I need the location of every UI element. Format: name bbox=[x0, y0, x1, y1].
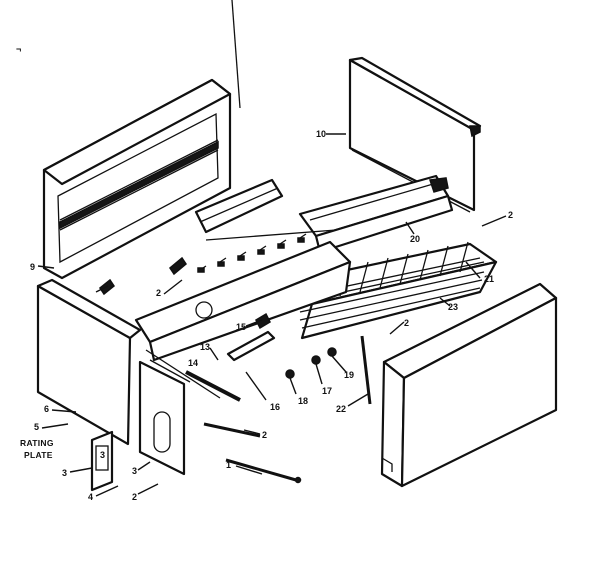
label-15: 15 bbox=[236, 322, 246, 332]
label-21: 21 bbox=[484, 274, 494, 284]
hardware-parts bbox=[98, 256, 372, 484]
corner-mark: ¬ bbox=[16, 44, 21, 54]
label-16: 16 bbox=[270, 402, 280, 412]
label-1: 1 bbox=[226, 460, 231, 470]
label-2-upper-right: 2 bbox=[508, 210, 513, 220]
rating-plate-label-line2: PLATE bbox=[24, 450, 53, 460]
label-3-left: 3 bbox=[62, 468, 67, 478]
top-cover bbox=[298, 174, 454, 254]
label-2-left: 2 bbox=[156, 288, 161, 298]
right-side-panel bbox=[348, 56, 482, 213]
label-14: 14 bbox=[188, 358, 198, 368]
label-13: 13 bbox=[200, 342, 210, 352]
label-22: 22 bbox=[336, 404, 346, 414]
left-side-panel bbox=[36, 278, 142, 446]
rating-plate bbox=[90, 430, 114, 492]
label-6: 6 bbox=[44, 404, 49, 414]
label-2-mid-right: 2 bbox=[404, 318, 409, 328]
evaporator-coil bbox=[134, 233, 352, 362]
label-3-plate: 3 bbox=[100, 450, 105, 460]
label-5: 5 bbox=[34, 422, 39, 432]
label-23: 23 bbox=[448, 302, 458, 312]
label-20: 20 bbox=[410, 234, 420, 244]
label-4: 4 bbox=[88, 492, 93, 502]
label-17: 17 bbox=[322, 386, 332, 396]
label-2-lower: 2 bbox=[262, 430, 267, 440]
scan-line bbox=[231, 0, 241, 109]
control-panel bbox=[138, 349, 221, 476]
label-19: 19 bbox=[344, 370, 354, 380]
bottom-panel bbox=[380, 282, 558, 488]
partition-baffle bbox=[194, 178, 337, 241]
callout-labels: 10 2 20 21 23 2 9 2 15 13 14 16 18 17 19… bbox=[20, 129, 513, 502]
label-9: 9 bbox=[30, 262, 35, 272]
label-10: 10 bbox=[316, 129, 326, 139]
front-grille-frame bbox=[42, 78, 232, 280]
label-18: 18 bbox=[298, 396, 308, 406]
rating-plate-label-line1: RATING bbox=[20, 438, 54, 448]
leader-lines bbox=[37, 133, 507, 497]
label-3-mid: 3 bbox=[132, 466, 137, 476]
label-2-bottom: 2 bbox=[132, 492, 137, 502]
